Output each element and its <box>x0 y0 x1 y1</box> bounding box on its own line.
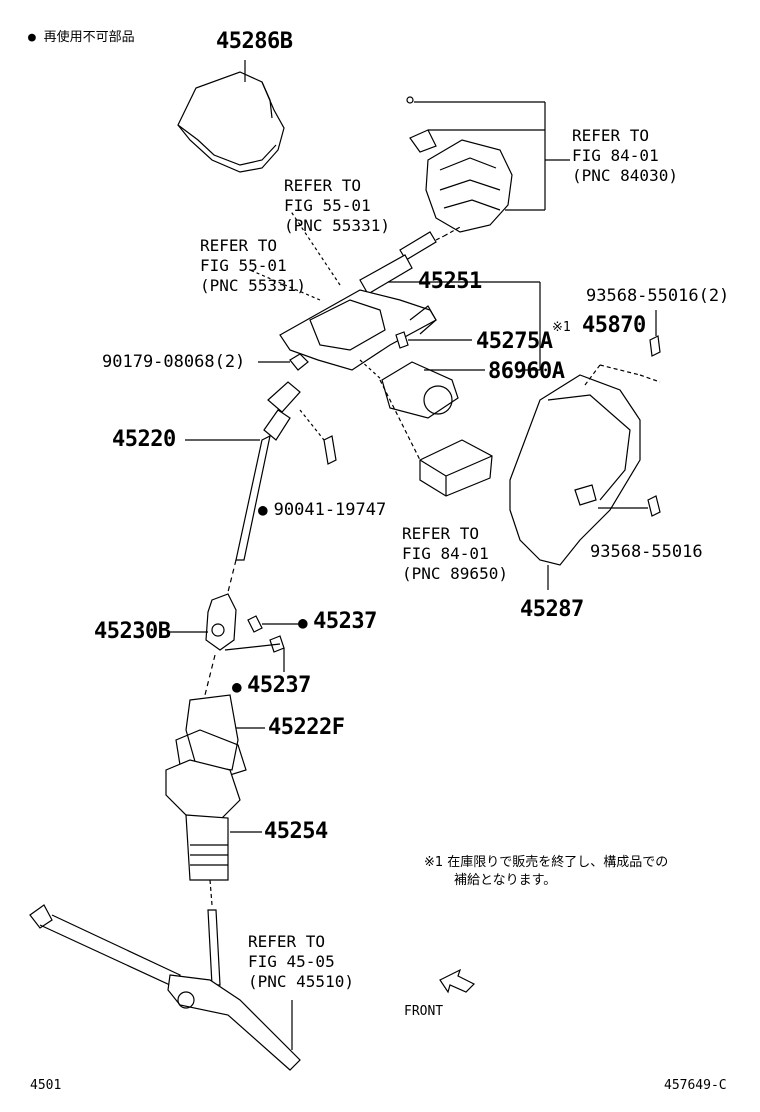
ref-89650-line2: FIG 84-01 <box>402 544 489 563</box>
intermediate-shaft-drawing <box>185 381 301 601</box>
part-45222F: 45222F <box>268 715 345 740</box>
ref-84030-line3: (PNC 84030) <box>572 166 678 185</box>
steering-column-drawing <box>249 209 541 371</box>
control-unit-drawing <box>379 379 493 497</box>
page-code-right: 457649-C <box>664 1078 727 1093</box>
part-45254: 45254 <box>264 819 328 844</box>
front-arrow-drawing <box>439 968 476 994</box>
footnote: ※1 在庫限りで販売を終了し、構成品での 補給となります。 <box>424 854 668 890</box>
part-45286B: 45286B <box>216 29 293 54</box>
boot-45254-drawing <box>165 759 262 906</box>
ref-89650: REFER TO FIG 84-01 (PNC 89650) <box>402 524 508 584</box>
ref-45510-line2: FIG 45-05 <box>248 952 335 971</box>
ref-84030-line1: REFER TO <box>572 126 650 145</box>
ref-45510-line3: (PNC 45510) <box>248 972 354 991</box>
boot-45222F-drawing <box>175 694 265 781</box>
part-45870-mark: ※1 <box>552 320 571 335</box>
universal-joint-drawing <box>168 593 300 696</box>
part-45220: 45220 <box>112 427 176 452</box>
ref-55331-b: REFER TO FIG 55-01 (PNC 55331) <box>200 236 306 296</box>
ref-84030-line2: FIG 84-01 <box>572 146 659 165</box>
ref-55331-b-line3: (PNC 55331) <box>200 276 306 295</box>
screw-45275A-drawing <box>395 331 472 349</box>
page-code-left: 4501 <box>30 1078 62 1093</box>
ref-84030: REFER TO FIG 84-01 (PNC 84030) <box>572 126 678 186</box>
part-86960A: 86960A <box>488 359 565 384</box>
ref-45510: REFER TO FIG 45-05 (PNC 45510) <box>248 932 354 992</box>
ref-55331-b-line2: FIG 55-01 <box>200 256 287 275</box>
ref-89650-line3: (PNC 89650) <box>402 564 508 583</box>
ref-55331-a-line2: FIG 55-01 <box>284 196 371 215</box>
ref-55331-a-line1: REFER TO <box>284 176 362 195</box>
switch-assembly-drawing <box>406 96 570 233</box>
part-45237-a: 45237 <box>298 610 377 635</box>
front-label: FRONT <box>404 1004 444 1019</box>
part-45230B: 45230B <box>94 619 171 644</box>
ref-45510-line1: REFER TO <box>248 932 326 951</box>
part-45287: 45287 <box>520 597 584 622</box>
footnote-line1: ※1 在庫限りで販売を終了し、構成品での <box>424 855 669 870</box>
part-45870: 45870 <box>582 313 646 338</box>
ref-89650-line1: REFER TO <box>402 524 480 543</box>
motor-drawing <box>359 359 485 419</box>
steering-rack-drawing <box>29 904 301 1071</box>
legend-text: ● 再使用不可部品 <box>28 30 135 45</box>
footnote-line2: 補給となります。 <box>454 873 557 888</box>
part-45275A: 45275A <box>476 329 553 354</box>
part-93568-2: 93568-55016(2) <box>586 286 730 306</box>
part-93568: 93568-55016 <box>590 542 703 562</box>
column-cover-lower-drawing <box>509 310 661 590</box>
bolt-90041-drawing <box>299 409 337 465</box>
ref-55331-a: REFER TO FIG 55-01 (PNC 55331) <box>284 176 390 236</box>
part-45237-b: 45237 <box>232 674 311 699</box>
nut-90179-drawing <box>258 353 309 371</box>
part-45251: 45251 <box>418 269 482 294</box>
part-90041: 90041-19747 <box>258 500 387 520</box>
part-90179: 90179-08068(2) <box>102 352 246 372</box>
ref-55331-b-line1: REFER TO <box>200 236 278 255</box>
ref-55331-a-line3: (PNC 55331) <box>284 216 390 235</box>
column-cover-upper-drawing <box>177 60 285 173</box>
